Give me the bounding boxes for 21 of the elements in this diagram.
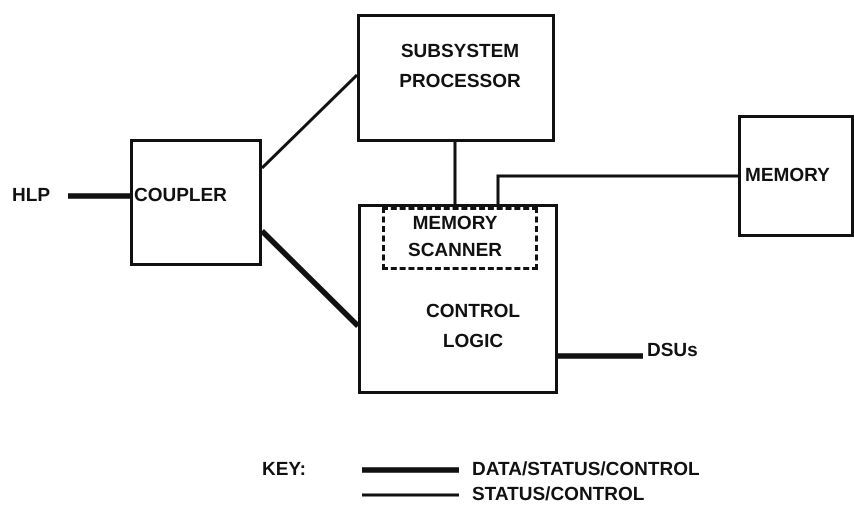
block-label: MEMORY [745, 164, 831, 188]
connector-line [260, 74, 358, 170]
dashed-block-box [382, 207, 538, 270]
terminal-label: DSUs [647, 339, 699, 363]
block-box [738, 115, 854, 237]
connector-line [454, 142, 456, 204]
legend-label: STATUS/CONTROL [472, 485, 644, 505]
thick-connector-line [558, 353, 643, 359]
thick-connector-line [68, 193, 130, 199]
block-label: MEMORY SCANNER [407, 212, 503, 263]
block-label: CONTROL LOGIC [425, 300, 521, 354]
block-label: SUBSYSTEM PROCESSOR [398, 40, 522, 94]
terminal-label: HLP [12, 184, 51, 208]
legend-label: DATA/STATUS/CONTROL [472, 460, 700, 480]
block-label: COUPLER [134, 184, 228, 208]
block-box [358, 204, 558, 394]
thick-connector-line [260, 229, 360, 328]
connector-line [496, 174, 738, 207]
block-box [130, 139, 262, 266]
key-heading: KEY: [262, 459, 306, 481]
block-box [357, 14, 555, 142]
